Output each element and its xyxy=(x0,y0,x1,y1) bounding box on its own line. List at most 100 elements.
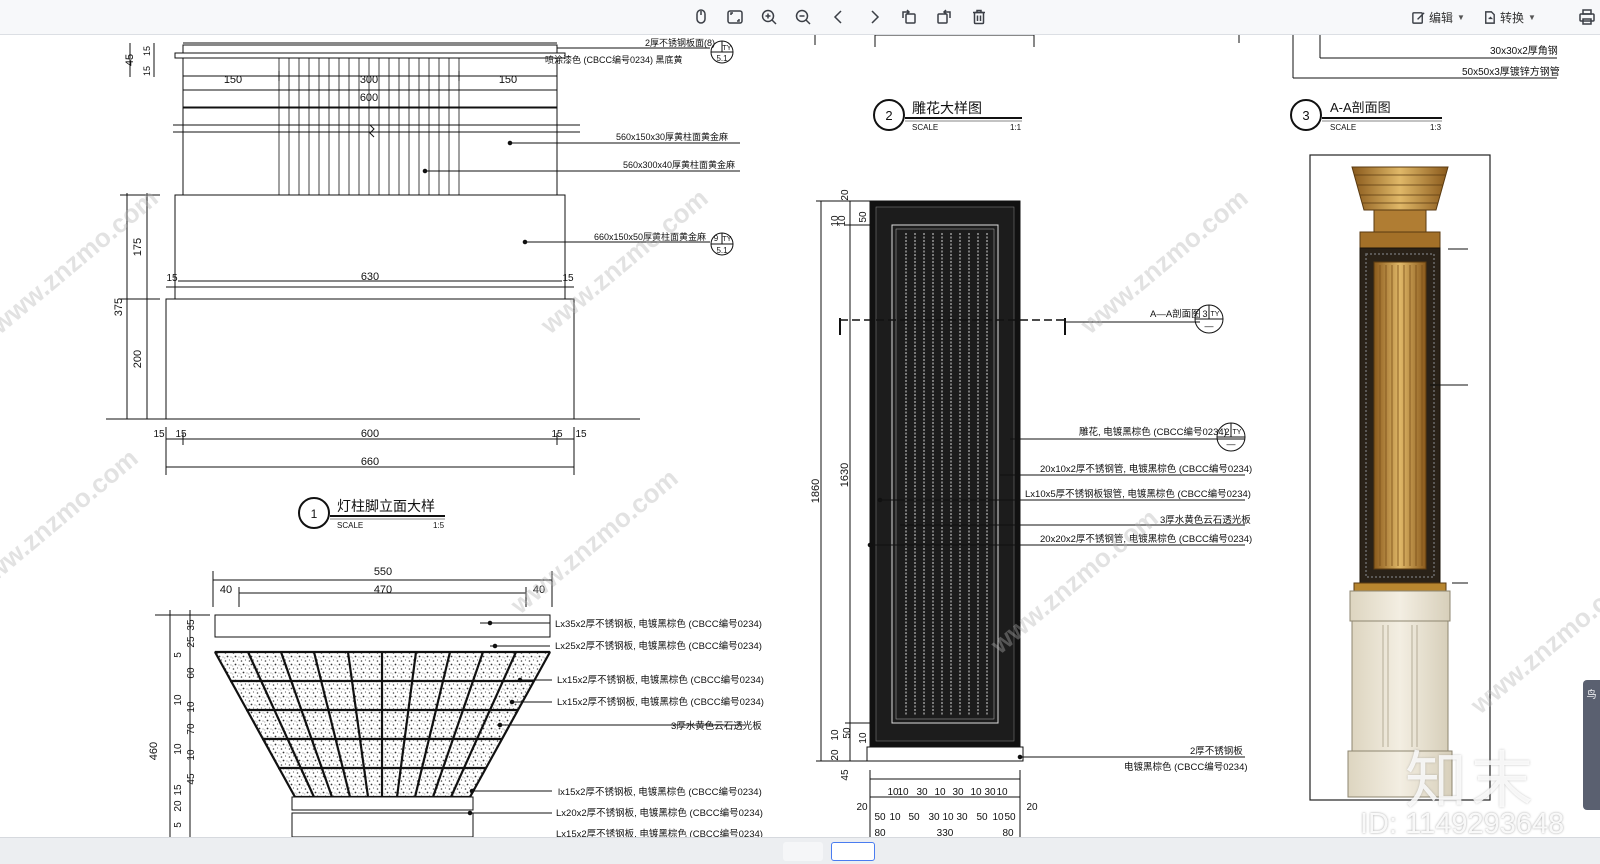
watermark-text: www.znzmo.com xyxy=(534,183,714,341)
dim-v10a: 10 xyxy=(173,694,184,706)
note-c6: 20x20x2厚不锈钢管, 电镀黑棕色 (CBCC编号0234) xyxy=(1040,533,1252,545)
watermark-text: www.znzmo.com xyxy=(1464,563,1600,721)
toolbar: 编辑 ▼ 转换 ▼ xyxy=(0,0,1600,35)
edit-button[interactable]: 编辑 ▼ xyxy=(1411,7,1465,27)
dim-b15a: 15 xyxy=(153,429,165,440)
dim-b50: 50 xyxy=(842,727,853,739)
dim-1860: 1860 xyxy=(810,479,822,503)
print-icon[interactable] xyxy=(1576,6,1598,28)
bottom-dim2-4: 30 xyxy=(928,812,940,823)
watermark-text: www.znzmo.com xyxy=(504,463,684,621)
delete-icon[interactable] xyxy=(968,6,990,28)
tag-c2-bottom: — xyxy=(1227,439,1236,449)
note-c5: 3厚水黄色云石透光板 xyxy=(1160,514,1251,526)
tag-n5-top: 9 xyxy=(714,234,719,243)
zoom-in-icon[interactable] xyxy=(758,6,780,28)
dim-v10b: 10 xyxy=(186,701,197,713)
note-c8: 电镀黑棕色 (CBCC编号0234) xyxy=(1124,761,1248,773)
chevron-down-icon: ▼ xyxy=(1457,12,1465,22)
bottom-dim2-6: 30 xyxy=(956,812,968,823)
tag-c1-bottom: — xyxy=(1205,321,1214,331)
rotate-right-icon[interactable] xyxy=(933,6,955,28)
drawing-3-labels: 3 A-A剖面图 SCALE 1:3 30x30x2厚角钢 50x50x3厚镀锌… xyxy=(1302,44,1559,132)
tag-c2-top: 2 xyxy=(1224,427,1229,437)
next-icon[interactable] xyxy=(863,6,885,28)
dim-v5b: 5 xyxy=(173,822,184,828)
bottom-dim2-9: 50 xyxy=(1004,812,1016,823)
dim-460: 460 xyxy=(148,742,160,760)
note-a4: Lx15x2厚不锈钢板, 电镀黑棕色 (CBCC编号0234) xyxy=(557,696,764,708)
edit-label: 编辑 xyxy=(1429,10,1454,25)
dim-630: 630 xyxy=(361,271,379,283)
dim-b600: 600 xyxy=(361,428,379,440)
bottom-dim-4: 10 xyxy=(934,787,946,798)
dim-w80a: 80 xyxy=(874,828,886,837)
bottom-dim2-1: 50 xyxy=(874,812,886,823)
note-c2: 雕花, 电镀黑棕色 (CBCC编号0234) xyxy=(1079,426,1227,438)
note-n5: 660x150x50厚黄柱面黄金麻 xyxy=(594,231,706,242)
bottom-dim-6: 10 xyxy=(970,787,982,798)
dim-15b: 15 xyxy=(142,66,152,76)
watermark-text: www.znzmo.com xyxy=(0,443,144,601)
dim-b660: 660 xyxy=(361,456,379,468)
cad-drawing: 45 15 15 150 300 150 600 375 175 200 15 … xyxy=(0,35,1600,837)
drawing-2-scale: 1:1 xyxy=(1010,123,1022,132)
bottom-dim-8: 10 xyxy=(996,787,1008,798)
dim-w20b: 20 xyxy=(1026,802,1038,813)
watermark-text: www.znzmo.com xyxy=(0,183,164,341)
zoom-out-icon[interactable] xyxy=(792,6,814,28)
prev-icon[interactable] xyxy=(828,6,850,28)
note-a5: 3厚水黄色云石透光板 xyxy=(671,720,762,732)
drawing-3 xyxy=(1238,35,1557,801)
note-a3: Lx15x2厚不锈钢板, 电镀黑棕色 (CBCC编号0234) xyxy=(557,674,764,686)
dim-v20: 20 xyxy=(173,800,184,812)
dim-15d: 15 xyxy=(562,273,574,284)
convert-icon xyxy=(1485,10,1495,24)
bottom-dim2-7: 50 xyxy=(976,812,988,823)
side-panel-tab[interactable]: 鸟 xyxy=(1583,680,1600,810)
page-bar xyxy=(0,837,1600,864)
dim-600a: 600 xyxy=(360,92,378,104)
dim-v5: 5 xyxy=(173,652,184,658)
note-a6: lx15x2厚不锈钢板, 电镀黑棕色 (CBCC编号0234) xyxy=(558,786,762,798)
tag-c1-top: 3 xyxy=(1202,309,1207,319)
dim-v35: 35 xyxy=(186,619,197,631)
bottom-dim-3: 30 xyxy=(916,787,928,798)
drawing-2-labels: 2 雕花大样图 SCALE 1:1 1860 1630 20 10 10 50 … xyxy=(810,100,1252,837)
rotate-left-icon[interactable] xyxy=(898,6,920,28)
side-tab-label: 鸟 xyxy=(1586,690,1597,701)
note-e1: 30x30x2厚角钢 xyxy=(1490,44,1558,57)
dim-b10: 10 xyxy=(830,729,841,741)
dim-1630: 1630 xyxy=(839,463,851,487)
dim-15a: 15 xyxy=(142,46,152,56)
tag-c2-tr: TY xyxy=(1233,429,1242,436)
dim-v45: 45 xyxy=(186,773,197,785)
drawing-1b xyxy=(155,571,745,837)
dim-b15d: 15 xyxy=(575,429,587,440)
tag-n1-top: TY xyxy=(723,45,732,52)
page-thumb-prev[interactable] xyxy=(783,842,823,861)
drawing-1-scale: 1:5 xyxy=(433,521,445,530)
fit-page-icon[interactable] xyxy=(724,6,746,28)
dim-w330: 330 xyxy=(937,828,954,837)
dim-v15: 15 xyxy=(173,784,184,796)
convert-button[interactable]: 转换 ▼ xyxy=(1482,7,1536,27)
note-n2: 喷涂漆色 (CBCC编号0234) 黑底黄 xyxy=(545,54,683,65)
drawing-1 xyxy=(106,40,740,529)
drawing-2-scale-label: SCALE xyxy=(912,123,938,132)
dim-b10b: 10 xyxy=(858,732,869,744)
drawing-canvas[interactable]: 45 15 15 150 300 150 600 375 175 200 15 … xyxy=(0,35,1600,837)
page-thumb-current[interactable] xyxy=(831,842,875,861)
dim-w80b: 80 xyxy=(1002,828,1014,837)
dim-b20: 20 xyxy=(830,749,841,761)
dim-v60: 60 xyxy=(186,667,197,679)
dim-150a: 150 xyxy=(224,74,242,86)
mouse-icon[interactable] xyxy=(690,6,712,28)
note-a2: Lx25x2厚不锈钢板, 电镀黑棕色 (CBCC编号0234) xyxy=(555,640,762,652)
drawing-3-scale-label: SCALE xyxy=(1330,123,1356,132)
dim-t50: 50 xyxy=(858,211,869,223)
dim-b15c: 15 xyxy=(551,429,563,440)
dim-v25: 25 xyxy=(186,636,197,648)
drawing-2 xyxy=(814,35,1246,837)
note-n1: 2厚不锈钢板面(8) xyxy=(645,37,715,48)
